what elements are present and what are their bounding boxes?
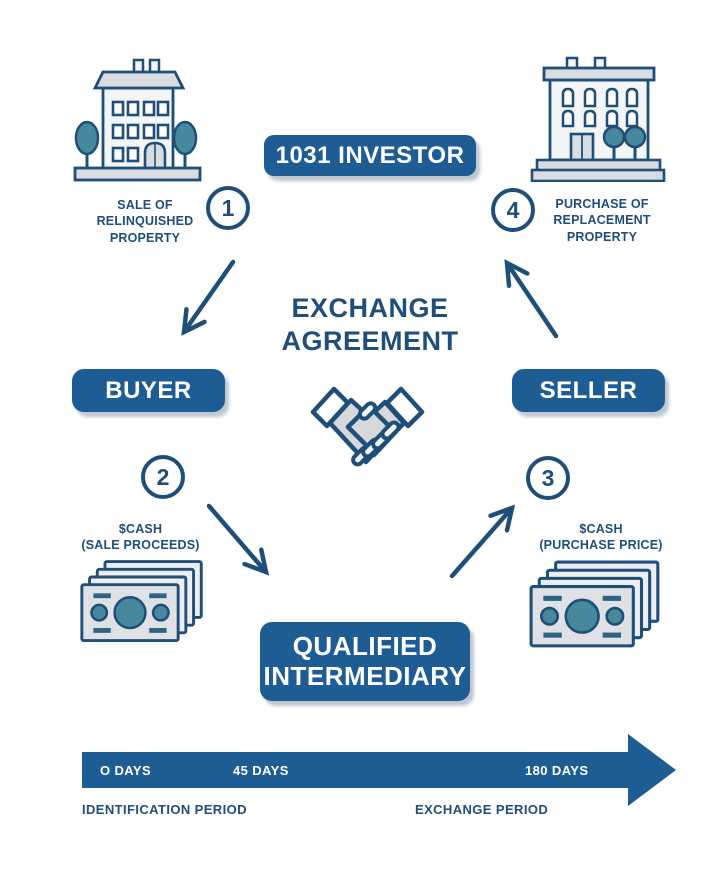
node-buyer: BUYER [72,369,225,412]
handshake-icon [305,376,430,481]
node-seller: SELLER [512,369,665,412]
node-qualified-intermediary: QUALIFIED INTERMEDIARY [260,622,470,701]
step-4-circle: 4 [491,188,535,232]
arrow-step3 [449,504,516,579]
step-2-circle: 2 [141,455,185,499]
node-1031-investor: 1031 INVESTOR [264,135,476,176]
arrow-step1 [181,259,236,336]
timeline-bar [82,752,628,788]
timeline-exchange-period-label: EXCHANGE PERIOD [415,802,549,817]
caption-cash-purchase-price: $CASH (PURCHASE PRICE) [539,522,663,553]
timeline-tick-45-days: 45 DAYS [233,763,289,778]
cash-sale-proceeds-icon [78,558,208,653]
timeline-tick-0-days: O DAYS [100,763,152,778]
caption-sale-of-relinquished-property: SALE OF RELINQUISHED PROPERTY [96,198,194,245]
timeline-tick-180-days: 180 DAYS [525,763,589,778]
relinquished-building-icon [62,36,207,191]
step-1-circle: 1 [206,186,250,230]
timeline-identification-period-label: IDENTIFICATION PERIOD [82,802,247,817]
arrow-step4 [504,259,559,339]
cash-purchase-price-icon [527,560,665,657]
step-3-circle: 3 [526,456,570,500]
caption-cash-sale-proceeds: $CASH (SALE PROCEEDS) [81,522,200,553]
caption-purchase-of-replacement-property: PURCHASE OF REPLACEMENT PROPERTY [553,197,651,244]
timeline-arrowhead-icon [628,734,676,806]
replacement-building-icon [527,42,667,187]
exchange-agreement-title: EXCHANGE AGREEMENT [281,293,459,356]
